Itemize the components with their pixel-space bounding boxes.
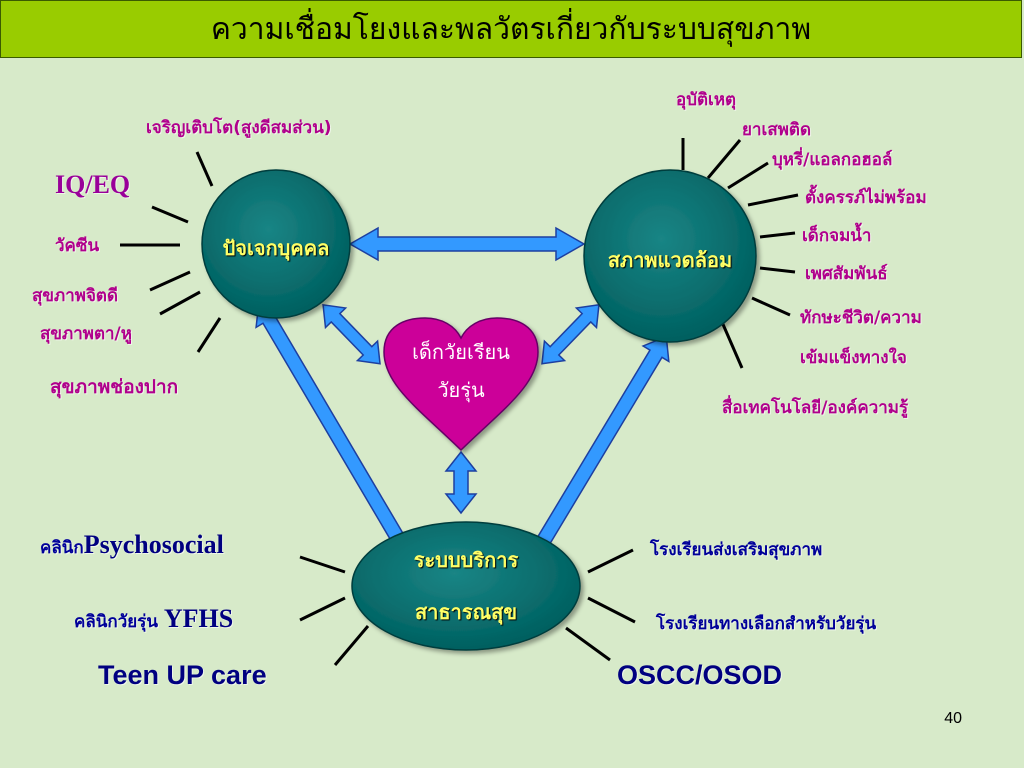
heart-shape [383, 317, 539, 452]
arrow-environment-service [528, 335, 670, 561]
factor-unplanned-pregnancy: ตั้งครรภ์ไม่พร้อม [805, 188, 927, 208]
factor-eye-ear-health: สุขภาพตา/หู [40, 324, 132, 344]
spoke-tobacco [727, 161, 769, 190]
psychosocial-suffix: Psychosocial [83, 530, 224, 559]
service-node [351, 521, 581, 651]
service-alternative-school: โรงเรียนทางเลือกสำหรับวัยรุ่น [656, 614, 877, 634]
factor-resilience: เข้มแข็งทางใจ [800, 348, 907, 368]
service-teen-up-care: Teen UP care [98, 660, 267, 690]
spoke-iq [151, 205, 189, 224]
individual-node-label: ปัจเจกบุคคล [222, 236, 330, 260]
yfhs-suffix: YFHS [163, 604, 234, 633]
spoke-oral [196, 317, 222, 353]
slide-title: ความเชื่อมโยงและพลวัตรเกี่ยวกับระบบสุขภา… [210, 11, 812, 47]
spoke-mental [149, 270, 191, 292]
service-node-label-line1: ระบบบริการ [413, 548, 519, 572]
spoke-growth [195, 151, 214, 187]
title-bar: ความเชื่อมโยงและพลวัตรเกี่ยวกับระบบสุขภา… [0, 0, 1022, 58]
environment-spokes [681, 138, 799, 369]
environment-node-label: สภาพแวดล้อม [607, 248, 733, 272]
spoke-drugs [706, 139, 742, 179]
arrow-heart-service [444, 450, 478, 515]
factor-accident: อุบัติเหตุ [676, 90, 737, 110]
factor-drugs: ยาเสพติด [742, 120, 811, 140]
individual-spokes [120, 151, 222, 353]
spoke-teen-up [333, 625, 370, 666]
factor-sexuality: เพศสัมพันธ์ [805, 264, 888, 284]
yfhs-prefix: คลินิกวัยรุ่น [74, 612, 164, 632]
service-psychosocial-clinic: คลินิกPsychosocial [40, 530, 224, 561]
environment-node [583, 169, 757, 343]
spoke-alt-school [587, 596, 636, 624]
page-number: 40 [944, 710, 962, 727]
heart-label-line2: วัยรุ่น [437, 378, 485, 402]
spoke-sexuality [759, 266, 796, 274]
heart-label-line1: เด็กวัยเรียน [412, 340, 510, 364]
factor-drowning: เด็กจมน้ำ [802, 226, 872, 246]
factor-media-technology: สื่อเทคโนโลยี/องค์ความรู้ [722, 398, 909, 418]
spoke-media [720, 321, 744, 369]
service-spokes [299, 548, 636, 666]
spoke-drowning [759, 231, 796, 239]
arrow-individual-environment [348, 226, 586, 262]
spoke-psychosocial [299, 555, 346, 574]
factor-vaccine: วัคซีน [55, 236, 100, 256]
factor-mental-health: สุขภาพจิตดี [32, 286, 118, 306]
service-node-label-line2: สาธารณสุข [414, 600, 518, 624]
factor-tobacco-alcohol: บุหรี่/แอลกอฮอล์ [772, 150, 893, 170]
service-oscc-osod: OSCC/OSOD [617, 660, 783, 690]
arrow-environment-heart [541, 303, 600, 365]
individual-node [201, 169, 351, 319]
spoke-eye-ear [159, 290, 201, 316]
spoke-oscc [565, 626, 611, 662]
factor-oral-health: สุขภาพช่องปาก [50, 376, 179, 398]
spoke-yfhs [299, 596, 346, 622]
service-health-promoting-school: โรงเรียนส่งเสริมสุขภาพ [650, 540, 823, 560]
arrow-individual-heart [322, 303, 381, 365]
psychosocial-prefix: คลินิก [40, 538, 84, 558]
spoke-life-skills [751, 296, 791, 317]
spoke-health-school [587, 548, 634, 574]
factor-growth: เจริญเติบโต(สูงดีสมส่วน) [146, 118, 332, 138]
factor-life-skills: ทักษะชีวิต/ความ [800, 308, 922, 328]
service-yfhs-clinic: คลินิกวัยรุ่น YFHS [74, 604, 233, 635]
factor-iq-eq: IQ/EQ [55, 170, 131, 199]
spoke-pregnancy [747, 193, 799, 207]
